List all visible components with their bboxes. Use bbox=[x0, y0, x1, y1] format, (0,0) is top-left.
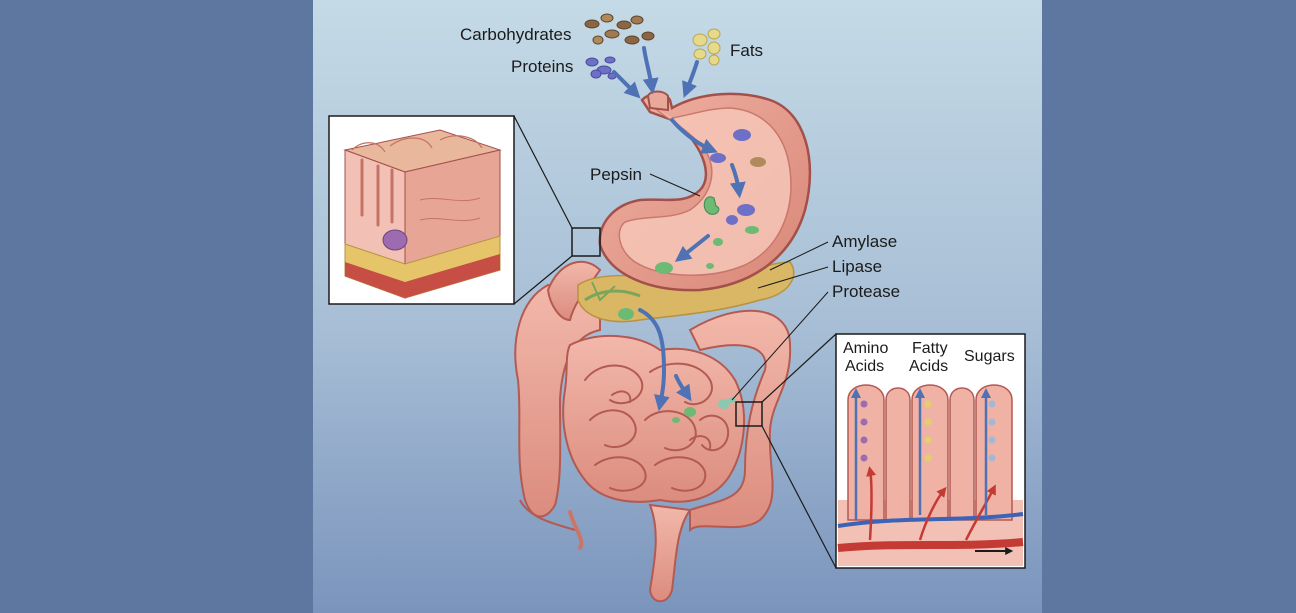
label-amylase: Amylase bbox=[832, 232, 897, 251]
label-fatty-line2: Acids bbox=[909, 358, 948, 375]
label-protease: Protease bbox=[832, 282, 900, 301]
stomach-wall-inset bbox=[328, 115, 601, 305]
label-carbohydrates: Carbohydrates bbox=[460, 25, 572, 44]
arrow-stomach-2 bbox=[729, 163, 746, 199]
label-amino-line1: Amino bbox=[843, 340, 888, 357]
label-fatty-line1: Fatty bbox=[912, 340, 948, 357]
label-sugars: Sugars bbox=[964, 348, 1015, 365]
label-fats: Fats bbox=[730, 41, 763, 60]
villi-inset bbox=[735, 333, 1026, 569]
label-pepsin: Pepsin bbox=[590, 165, 642, 184]
stomach-illustration bbox=[598, 90, 812, 292]
label-proteins: Proteins bbox=[511, 57, 573, 76]
large-intestine bbox=[514, 283, 601, 518]
arrow-carbohydrates bbox=[642, 46, 659, 95]
label-amino-line2: Acids bbox=[845, 358, 884, 375]
fat-particles bbox=[692, 28, 721, 66]
label-lipase: Lipase bbox=[832, 257, 882, 276]
intestine-illustration bbox=[514, 260, 792, 603]
leader-lines bbox=[649, 173, 829, 401]
arrow-pancreas bbox=[638, 308, 670, 412]
stomach-particles bbox=[655, 129, 766, 274]
arrow-intestine bbox=[674, 374, 692, 402]
arrow-stomach-3 bbox=[674, 234, 710, 262]
flow-arrows bbox=[612, 46, 746, 412]
arrow-fats bbox=[682, 60, 699, 98]
arrow-proteins bbox=[612, 70, 641, 99]
carbohydrate-particles bbox=[584, 13, 655, 45]
arrow-stomach-1 bbox=[670, 118, 718, 154]
